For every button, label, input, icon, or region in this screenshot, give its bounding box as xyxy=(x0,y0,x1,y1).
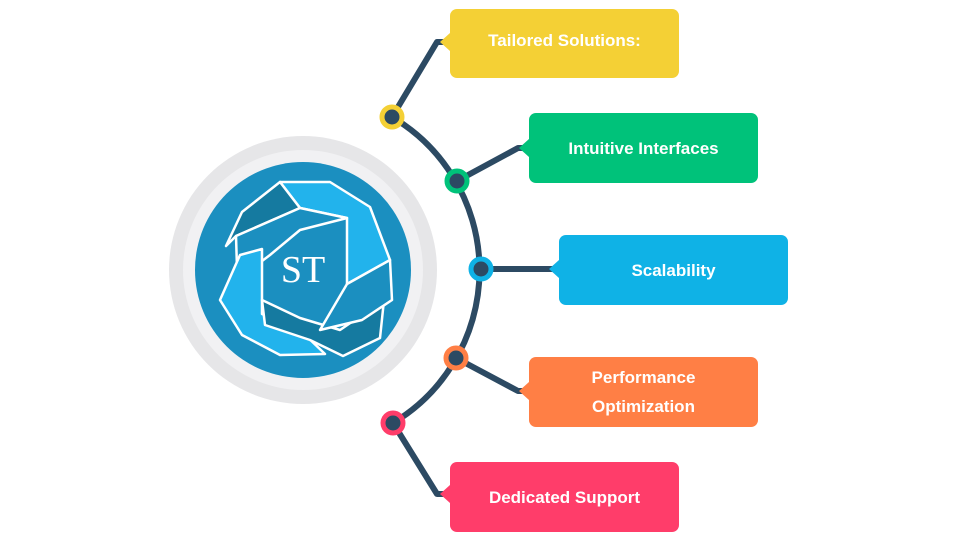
item-label: Performance Optimization xyxy=(591,368,696,416)
node-3 xyxy=(468,256,494,282)
logo-text: ST xyxy=(281,249,325,291)
item-label: Intuitive Interfaces xyxy=(568,138,719,158)
nodes xyxy=(379,104,494,436)
pointer xyxy=(549,260,559,278)
item-intuitive-interfaces: Intuitive Interfaces xyxy=(519,113,758,183)
node-1 xyxy=(379,104,405,130)
item-dedicated-support: Dedicated Support xyxy=(440,462,679,532)
item-label: Tailored Solutions: xyxy=(488,31,641,50)
pointer xyxy=(440,33,450,51)
item-label: Scalability xyxy=(631,260,716,280)
item-performance-optimization: Performance Optimization xyxy=(519,357,758,427)
pointer xyxy=(440,485,450,503)
item-label: Dedicated Support xyxy=(488,487,641,507)
pointer xyxy=(519,382,529,400)
item-scalability: Scalability xyxy=(549,235,788,305)
node-5 xyxy=(380,410,406,436)
pointer xyxy=(519,139,529,157)
node-2 xyxy=(444,168,470,194)
logo: ST xyxy=(169,136,437,404)
node-4 xyxy=(443,345,469,371)
item-tailored-solutions: Tailored Solutions: xyxy=(440,9,679,78)
